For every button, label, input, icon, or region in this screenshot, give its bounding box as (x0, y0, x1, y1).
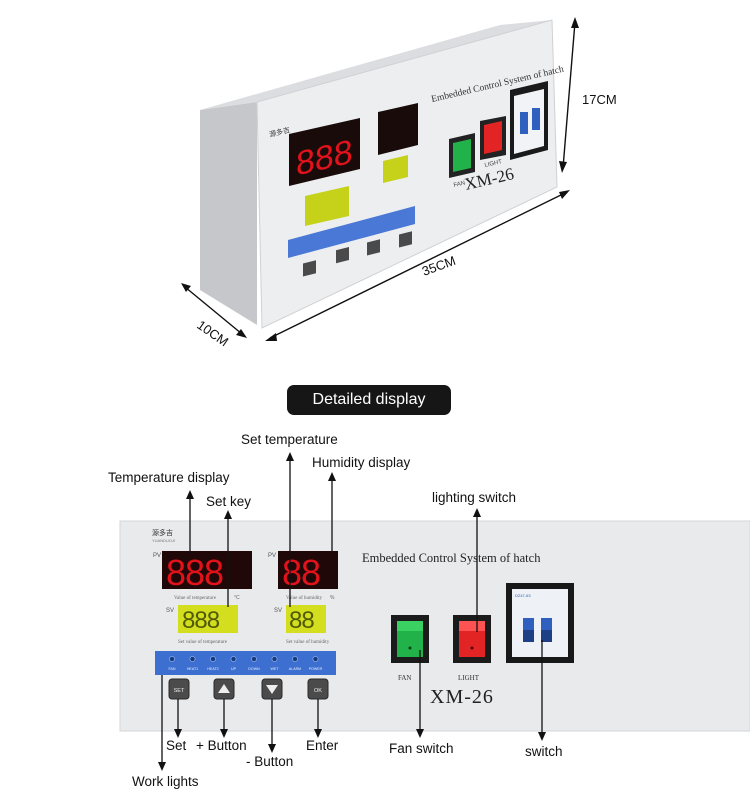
work-light-label: POWER (309, 667, 323, 671)
work-light-label: HEAT1 (187, 667, 198, 671)
light-label-3d: LIGHT (484, 159, 503, 169)
callout-set-temperature: Set temperature (241, 432, 338, 447)
work-light-led (312, 656, 319, 662)
up-button[interactable] (213, 678, 235, 700)
product-perspective-view: 源多吉 888 Embedded Control System of hatch… (181, 17, 617, 349)
callout-set-key: Set key (206, 494, 252, 509)
humidity-pv-display (278, 551, 338, 589)
work-light-label: DOWN (248, 667, 260, 671)
light-switch[interactable] (453, 615, 491, 663)
work-light-led (169, 656, 175, 662)
brand-logo: 源多吉 (152, 528, 173, 537)
work-lights-strip (155, 651, 336, 675)
callout-humidity-display: Humidity display (312, 455, 411, 470)
work-light-led (251, 656, 257, 662)
up-arrow-icon (218, 684, 230, 693)
humidity-sv-digits: 88 (289, 607, 314, 634)
callout-work-lights: Work lights (132, 774, 199, 789)
sv-label-hum: SV (274, 608, 282, 614)
callout-plus-button: + Button (196, 738, 247, 753)
breaker-brand: DZ47-63 (515, 593, 531, 598)
humidity-pv-digits: 88 (282, 552, 320, 593)
hum-value-label: Value of humidity (286, 596, 323, 601)
humidity-sv-display (286, 605, 326, 633)
work-light-led (292, 656, 298, 662)
pv-temp-display-3d (289, 118, 360, 186)
work-light-led (271, 656, 278, 662)
ok-button-3d (399, 231, 412, 248)
work-light-label: UP (231, 667, 237, 671)
brand-sub: YUANDUOJI (152, 538, 175, 543)
dimension-lines (181, 17, 579, 341)
temp-set-label: Set value of temperature (178, 640, 228, 645)
pv-label-temp: PV (153, 553, 161, 559)
work-light-label: WET (271, 667, 280, 671)
work-light-led (210, 656, 216, 662)
callout-lighting-switch: lighting switch (432, 490, 517, 505)
pv-hum-display-3d (378, 103, 418, 155)
work-light-led (189, 656, 196, 662)
work-light-label: FAN (169, 667, 176, 671)
down-button-3d (367, 239, 380, 256)
panel-title: Embedded Control System of hatch (362, 551, 541, 565)
callout-enter: Enter (306, 738, 339, 753)
fan-switch[interactable] (391, 615, 429, 663)
work-light-label: ALARM (289, 667, 301, 671)
callout-temperature-display: Temperature display (108, 470, 230, 485)
set-button[interactable]: SET (168, 678, 190, 700)
sv-label-temp: SV (166, 608, 174, 614)
set-button-label: SET (174, 688, 185, 694)
work-light-label: HEAT2 (207, 667, 218, 671)
hum-set-label: Set value of humidity (286, 640, 330, 645)
temperature-sv-digits: 888 (182, 607, 220, 634)
sv-temp-display-3d (305, 186, 349, 226)
callout-switch: switch (525, 744, 563, 759)
temperature-pv-display (162, 551, 252, 589)
ok-button[interactable]: OK (307, 678, 329, 700)
box-top (200, 20, 552, 110)
down-arrow-icon (266, 685, 278, 694)
hum-unit-label: % (330, 595, 335, 601)
temperature-pv-digits: 888 (166, 552, 223, 593)
width-dimension-label: 35CM (420, 253, 458, 279)
ok-button-label: OK (314, 688, 322, 694)
callout-fan-switch: Fan switch (389, 741, 454, 756)
callout-set: Set (166, 738, 187, 753)
down-button[interactable] (261, 678, 283, 700)
temperature-sv-display (178, 605, 238, 633)
fan-label: FAN (398, 674, 411, 682)
temp-value-label: Value of temperature (174, 596, 217, 601)
up-button-3d (336, 246, 349, 264)
led-strip-3d (288, 206, 415, 258)
pv-label-hum: PV (268, 553, 276, 559)
section-title: Detailed display (287, 385, 451, 415)
temp-unit-label: °C (234, 595, 240, 601)
depth-dimension-label: 10CM (194, 317, 231, 349)
breaker-switch[interactable]: DZ47-63 (506, 583, 574, 663)
callout-minus-button: - Button (246, 754, 294, 769)
callout-arrows (158, 452, 546, 771)
work-light-led (230, 656, 237, 662)
box-left-side (200, 102, 257, 325)
light-label: LIGHT (458, 674, 480, 682)
model-number: XM-26 (430, 686, 494, 708)
panel-front-view: 源多吉 YUANDUOJI PV 888 Value of temperatur… (119, 452, 750, 771)
height-dimension-label: 17CM (582, 92, 617, 107)
set-button-3d (303, 260, 316, 277)
fan-label-3d: FAN (453, 180, 466, 188)
sv-hum-display-3d (383, 155, 408, 183)
work-lights-leds: FAN HEAT1 HEAT2 UP DOWN WET ALARM POWER (169, 656, 323, 671)
